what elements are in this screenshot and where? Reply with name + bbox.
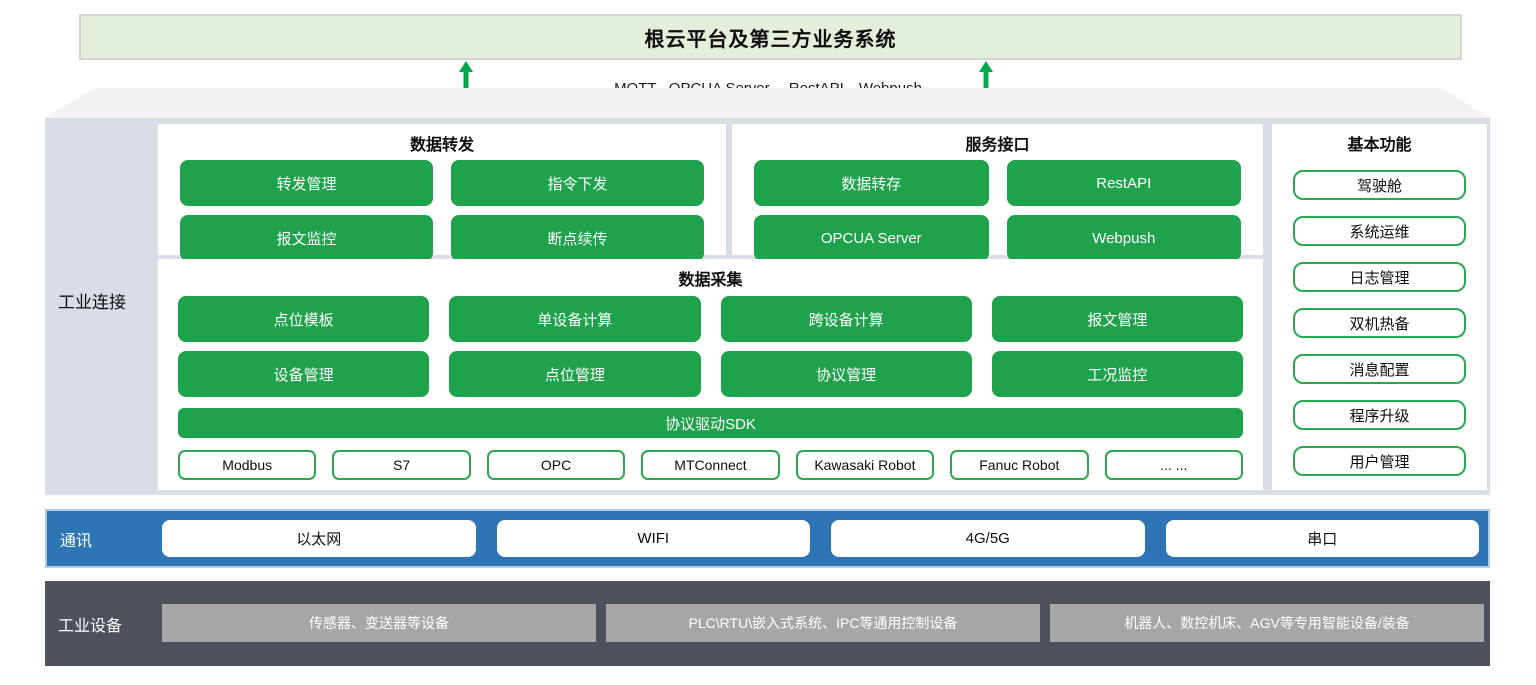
node-wifi: WIFI [496,520,810,557]
communication-items: 以太网 WIFI 4G/5G 串口 [162,520,1479,557]
node-single-device-calc: 单设备计算 [449,296,701,342]
node-ethernet: 以太网 [162,520,476,557]
industrial-connection-label: 工业连接 [58,293,126,312]
node-serial: 串口 [1165,520,1479,557]
node-system-ops: 系统运维 [1293,216,1466,246]
node-cross-device-calc: 跨设备计算 [720,296,972,342]
basic-functions-group: 基本功能 驾驶舱 系统运维 日志管理 双机热备 消息配置 程序升级 用户管理 [1272,124,1487,490]
node-program-upgrade: 程序升级 [1293,400,1466,430]
protocol-list: Modbus S7 OPC MTConnect Kawasaki Robot F… [158,438,1263,480]
node-condition-monitor: 工况监控 [991,351,1243,397]
platform-banner-title: 根云平台及第三方业务系统 [644,28,897,51]
node-device-manage: 设备管理 [178,351,430,397]
up-down-arrow-icon [978,61,994,111]
data-forward-title: 数据转发 [409,137,474,154]
service-interface-title: 服务接口 [965,137,1030,154]
industrial-connection-panel: 工业连接 数据转发 转发管理 指令下发 报文监控 断点续传 服务接口 数据转存 … [45,118,1490,495]
node-restapi: RestAPI [1006,160,1241,206]
node-robot-cnc-agv: 机器人、数控机床、AGV等专用智能设备/装备 [1050,604,1484,642]
industrial-devices-items: 传感器、变送器等设备 PLC\RTU\嵌入式系统、IPC等通用控制设备 机器人、… [162,604,1484,642]
node-point-template: 点位模板 [178,296,430,342]
service-interface-buttons: 数据转存 RestAPI OPCUA Server Webpush [732,155,1263,261]
node-opc: OPC [486,450,626,480]
basic-functions-buttons: 驾驶舱 系统运维 日志管理 双机热备 消息配置 程序升级 用户管理 [1272,155,1487,476]
industrial-devices-label: 工业设备 [58,617,123,635]
node-fanuc-robot: Fanuc Robot [950,450,1089,480]
service-interface-group: 服务接口 数据转存 RestAPI OPCUA Server Webpush [732,124,1263,261]
up-down-arrow-icon [458,61,474,111]
node-point-manage: 点位管理 [449,351,701,397]
data-forward-buttons: 转发管理 指令下发 报文监控 断点续传 [158,155,726,261]
industrial-devices-band: 工业设备 传感器、变送器等设备 PLC\RTU\嵌入式系统、IPC等通用控制设备… [45,581,1490,666]
node-message-manage: 报文管理 [991,296,1243,342]
data-collection-title: 数据采集 [678,272,743,289]
node-opcua-server: OPCUA Server [754,215,989,261]
platform-banner: 根云平台及第三方业务系统 [79,14,1462,60]
node-plc-rtu-ipc: PLC\RTU\嵌入式系统、IPC等通用控制设备 [606,604,1040,642]
node-kawasaki-robot: Kawasaki Robot [795,450,935,480]
node-resume-transfer: 断点续传 [451,215,704,261]
communication-band: 通讯 以太网 WIFI 4G/5G 串口 [45,509,1490,568]
basic-functions-title: 基本功能 [1347,137,1412,154]
node-data-dump: 数据转存 [754,160,989,206]
node-message-monitor: 报文监控 [180,215,433,261]
data-forward-group: 数据转发 转发管理 指令下发 报文监控 断点续传 [158,124,726,261]
data-collection-buttons: 点位模板 单设备计算 跨设备计算 报文管理 设备管理 点位管理 协议管理 工况监… [158,290,1263,397]
node-cockpit: 驾驶舱 [1293,170,1466,200]
node-protocol-manage: 协议管理 [720,351,972,397]
node-command-dispatch: 指令下发 [451,160,704,206]
communication-label: 通讯 [60,532,93,550]
node-mtconnect: MTConnect [641,450,780,480]
node-log-manage: 日志管理 [1293,262,1466,292]
node-4g5g: 4G/5G [831,520,1145,557]
node-more-protocols: ... ... [1104,450,1243,480]
node-user-manage: 用户管理 [1293,446,1466,476]
data-collection-group: 数据采集 点位模板 单设备计算 跨设备计算 报文管理 设备管理 点位管理 协议管… [158,259,1263,490]
node-s7: S7 [332,450,471,480]
node-protocol-driver-sdk: 协议驱动SDK [178,408,1243,438]
node-webpush: Webpush [1006,215,1241,261]
platform-top-face [45,88,1490,118]
node-hot-standby: 双机热备 [1293,308,1466,338]
node-message-config: 消息配置 [1293,354,1466,384]
node-sensors-transmitters: 传感器、变送器等设备 [162,604,596,642]
node-modbus: Modbus [178,450,317,480]
node-forward-manage: 转发管理 [180,160,433,206]
